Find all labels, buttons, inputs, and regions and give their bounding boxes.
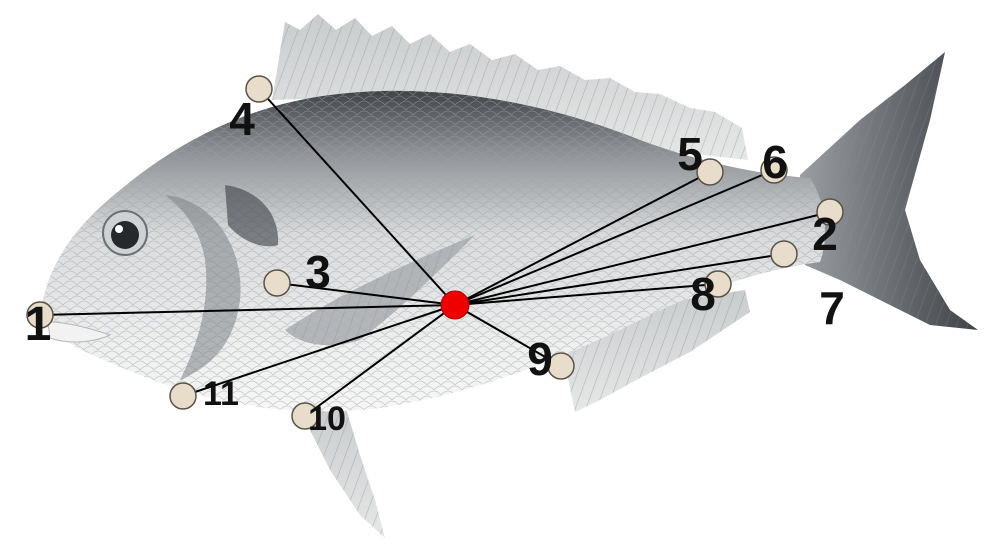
landmark-label-2: 2	[812, 208, 838, 260]
centroid-marker	[441, 291, 469, 319]
landmark-label-9: 9	[527, 333, 553, 385]
landmark-label-11: 11	[203, 375, 239, 413]
landmark-label-1: 1	[25, 298, 52, 351]
landmark-label-3: 3	[305, 246, 331, 298]
landmark-label-4: 4	[229, 93, 255, 145]
fish-eye-highlight	[115, 225, 123, 233]
landmark-point-3	[264, 270, 290, 296]
landmark-point-7	[771, 241, 797, 267]
landmark-label-5: 5	[677, 128, 703, 180]
landmark-label-10: 10	[308, 400, 346, 438]
landmark-label-7: 7	[819, 282, 845, 334]
landmark-label-8: 8	[690, 268, 716, 320]
landmark-label-6: 6	[762, 136, 788, 188]
fish-eye-iris	[111, 221, 139, 249]
landmark-point-11	[170, 383, 196, 409]
